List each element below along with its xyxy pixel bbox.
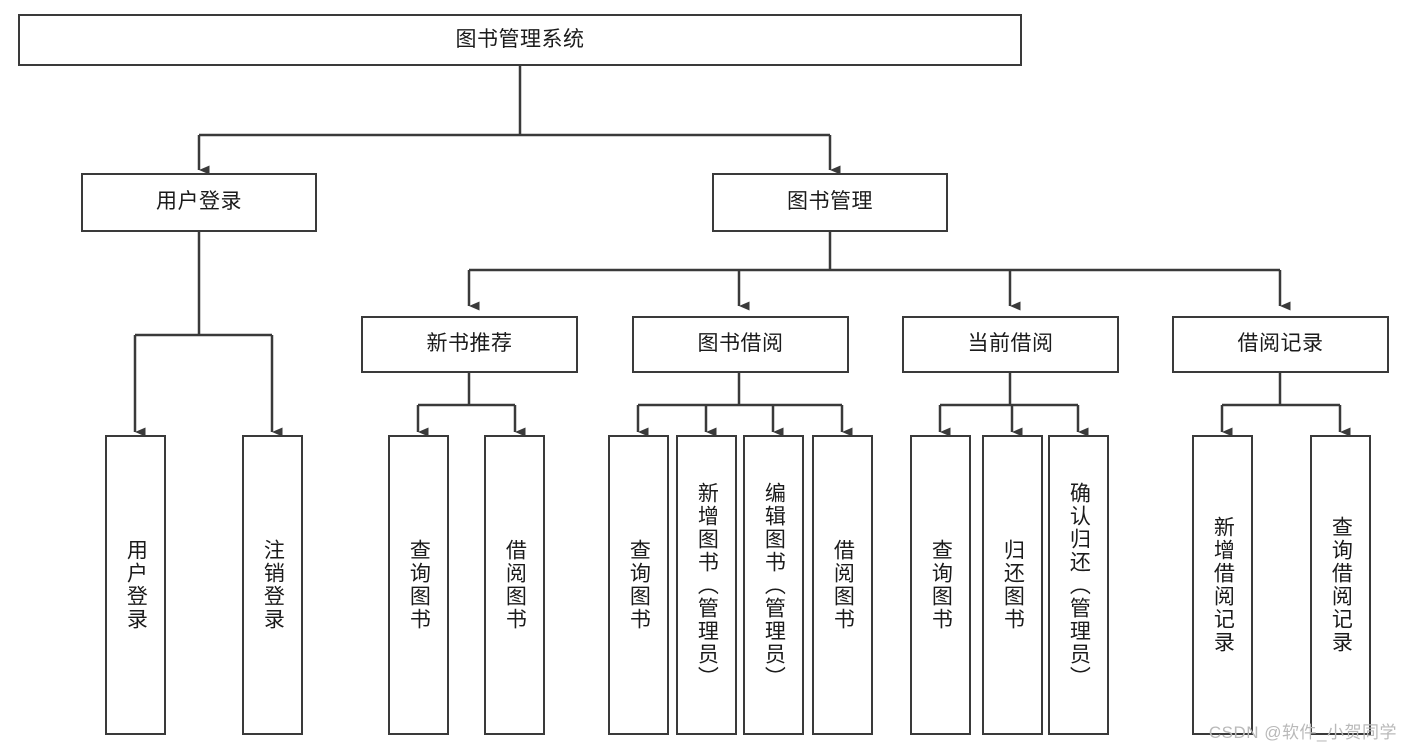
leaf-edit-book-admin[interactable]: 编辑图书（管理员） (743, 435, 804, 735)
node-label: 借阅图书 (831, 539, 855, 631)
leaf-query-book-borrow[interactable]: 查询图书 (608, 435, 669, 735)
node-label: 注销登录 (261, 539, 285, 631)
node-borrow-record[interactable]: 借阅记录 (1172, 316, 1389, 373)
node-label: 查询图书 (627, 539, 651, 631)
leaf-query-borrow-record[interactable]: 查询借阅记录 (1310, 435, 1371, 735)
node-label: 用户登录 (124, 539, 148, 631)
node-label: 新增图书（管理员） (695, 481, 719, 689)
node-label: 查询借阅记录 (1329, 516, 1353, 654)
node-label: 新增借阅记录 (1211, 516, 1235, 654)
leaf-return-book[interactable]: 归还图书 (982, 435, 1043, 735)
node-label: 查询图书 (929, 539, 953, 631)
node-label: 图书借阅 (697, 332, 784, 356)
node-current-borrow[interactable]: 当前借阅 (902, 316, 1119, 373)
node-label: 当前借阅 (967, 332, 1054, 356)
leaf-query-book-current[interactable]: 查询图书 (910, 435, 971, 735)
node-label: 编辑图书（管理员） (762, 481, 786, 689)
leaf-borrow-book[interactable]: 借阅图书 (812, 435, 873, 735)
node-label: 新书推荐 (426, 332, 513, 356)
node-label: 借阅记录 (1237, 332, 1324, 356)
leaf-borrow-book-recommend[interactable]: 借阅图书 (484, 435, 545, 735)
node-book-manage[interactable]: 图书管理 (712, 173, 948, 232)
node-label: 查询图书 (407, 539, 431, 631)
leaf-query-book-recommend[interactable]: 查询图书 (388, 435, 449, 735)
leaf-user-login[interactable]: 用户登录 (105, 435, 166, 735)
leaf-add-book-admin[interactable]: 新增图书（管理员） (676, 435, 737, 735)
node-label: 确认归还（管理员） (1067, 481, 1091, 689)
node-label: 图书管理系统 (455, 27, 585, 51)
node-label: 用户登录 (156, 190, 242, 214)
node-label: 借阅图书 (503, 539, 527, 631)
watermark: CSDN @软件_小贺同学 (1208, 723, 1397, 742)
node-label: 归还图书 (1001, 539, 1025, 631)
leaf-confirm-return-admin[interactable]: 确认归还（管理员） (1048, 435, 1109, 735)
node-root-system[interactable]: 图书管理系统 (18, 14, 1022, 66)
node-label: 图书管理 (787, 190, 873, 214)
leaf-user-logout[interactable]: 注销登录 (242, 435, 303, 735)
leaf-add-borrow-record[interactable]: 新增借阅记录 (1192, 435, 1253, 735)
node-new-book-recommend[interactable]: 新书推荐 (361, 316, 578, 373)
node-book-borrow[interactable]: 图书借阅 (632, 316, 849, 373)
node-user-login[interactable]: 用户登录 (81, 173, 317, 232)
